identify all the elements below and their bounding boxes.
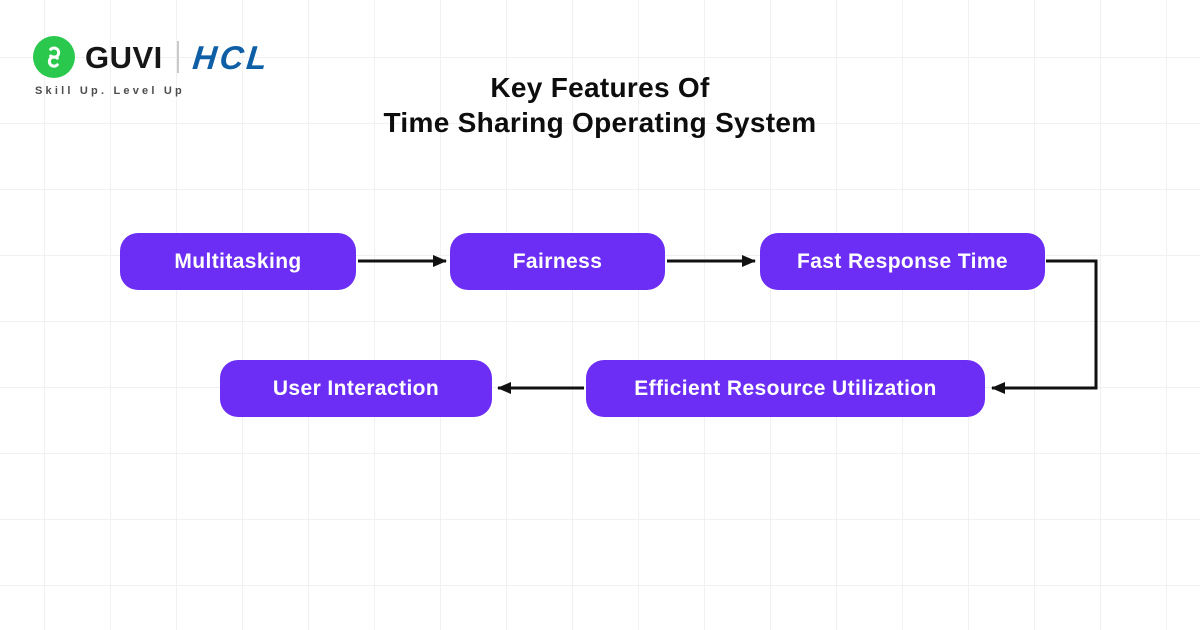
hcl-brand-text: HCL	[190, 38, 272, 76]
guvi-chain-icon	[33, 36, 75, 78]
page-title-line1: Key Features Of	[490, 72, 710, 103]
node-multitasking: Multitasking	[120, 233, 356, 290]
logo-block: GUVI HCL Skill Up. Level Up	[33, 36, 272, 97]
logo-tagline: Skill Up. Level Up	[35, 85, 185, 97]
page-title-line2: Time Sharing Operating System	[383, 107, 817, 138]
logo-divider	[176, 41, 179, 73]
node-fairness-label: Fairness	[512, 249, 603, 273]
node-fast-response-time-label: Fast Response Time	[796, 249, 1009, 273]
node-fast-response-time: Fast Response Time	[760, 233, 1045, 290]
node-user-interaction: User Interaction	[220, 360, 492, 417]
node-fairness: Fairness	[450, 233, 665, 290]
node-efficient-resource-utilization: Efficient Resource Utilization	[586, 360, 985, 417]
guvi-brand-text: GUVI	[85, 39, 163, 75]
node-efficient-resource-utilization-label: Efficient Resource Utilization	[634, 376, 937, 400]
page-title: Key Features Of Time Sharing Operating S…	[0, 70, 1200, 140]
node-user-interaction-label: User Interaction	[272, 376, 440, 400]
node-multitasking-label: Multitasking	[174, 249, 302, 273]
